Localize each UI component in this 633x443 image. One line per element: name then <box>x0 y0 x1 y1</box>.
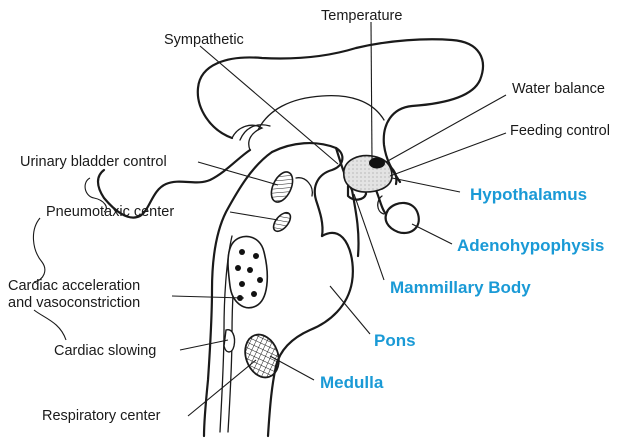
leader-cardiac-slowing <box>180 340 228 350</box>
cardiac-acceleration-region <box>228 236 267 307</box>
adenohypophysis-shape <box>386 203 419 233</box>
leader-respiratory <box>188 360 256 416</box>
label-urinary-bladder-control: Urinary bladder control <box>20 154 167 170</box>
urinary-bladder-center <box>267 169 297 206</box>
leader-water-balance <box>386 95 506 162</box>
label-hypothalamus: Hypothalamus <box>470 185 587 204</box>
supraoptic-nucleus <box>369 158 385 169</box>
leader-pneumotaxic <box>230 212 278 220</box>
leader-hypothalamus <box>392 178 460 192</box>
fornix-outline <box>258 96 384 130</box>
label-water-balance: Water balance <box>512 81 605 97</box>
label-pons: Pons <box>374 331 416 350</box>
label-respiratory-center: Respiratory center <box>42 408 161 424</box>
hypothalamus-region <box>344 156 392 192</box>
label-temperature: Temperature <box>321 8 402 24</box>
aqueduct-line <box>296 178 312 196</box>
label-mammillary-body: Mammillary Body <box>390 278 531 297</box>
leader-bracket-lower <box>34 310 66 340</box>
brain-outline <box>98 39 483 436</box>
leader-bracket-mid <box>33 218 44 282</box>
label-sympathetic: Sympathetic <box>164 32 244 48</box>
leader-feeding-control <box>390 133 506 176</box>
label-adenohypophysis: Adenohypophysis <box>457 236 604 255</box>
label-medulla: Medulla <box>320 373 384 392</box>
pneumotaxic-center-shape <box>270 210 293 235</box>
swirl-outline <box>232 125 262 150</box>
label-cardiac-acceleration-2: and vasoconstriction <box>8 295 140 311</box>
label-pneumotaxic-center: Pneumotaxic center <box>46 204 174 220</box>
label-feeding-control: Feeding control <box>510 123 610 139</box>
pons-outline <box>268 233 353 436</box>
leader-sympathetic <box>200 46 338 164</box>
leader-urinary-bladder <box>198 162 278 185</box>
leader-adenohypophysis <box>412 224 452 244</box>
respiratory-center-shape <box>239 330 284 382</box>
leader-temperature <box>371 22 372 160</box>
label-cardiac-slowing: Cardiac slowing <box>54 343 156 359</box>
label-cardiac-acceleration-1: Cardiac acceleration <box>8 278 140 294</box>
